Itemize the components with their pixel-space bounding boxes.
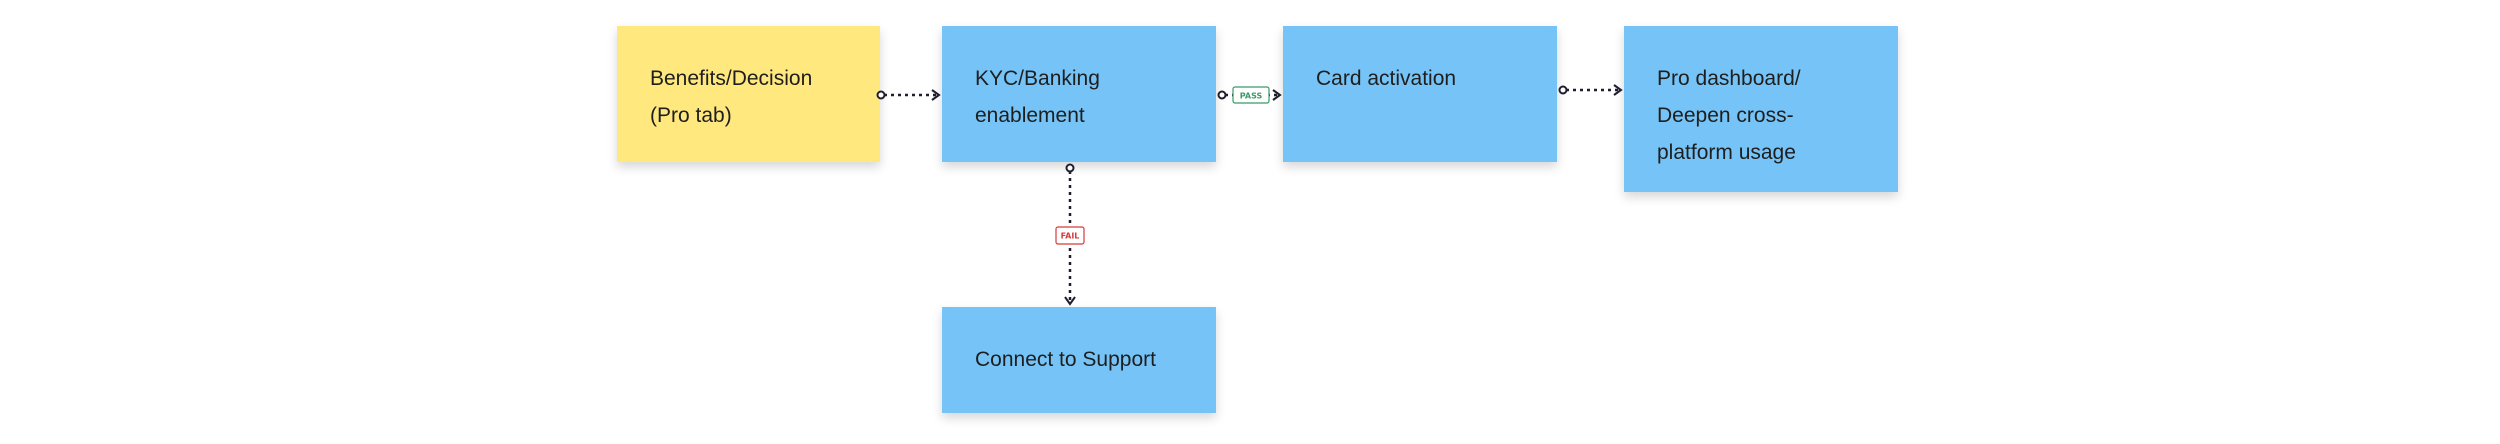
connector-benefits-to-kyc[interactable]: [876, 89, 941, 101]
sticky-kyc-banking[interactable]: KYC/Banking enablement: [942, 26, 1216, 162]
sticky-card-activation[interactable]: Card activation: [1283, 26, 1557, 162]
svg-text:PASS: PASS: [1240, 92, 1263, 101]
sticky-connect-support[interactable]: Connect to Support: [942, 307, 1216, 413]
connector-card-to-pro[interactable]: [1558, 84, 1623, 96]
sticky-pro-dashboard[interactable]: Pro dashboard/ Deepen cross- platform us…: [1624, 26, 1898, 192]
pass-tag: PASS: [1232, 86, 1270, 104]
fail-tag: FAIL: [1055, 226, 1085, 245]
svg-text:FAIL: FAIL: [1061, 232, 1080, 241]
sticky-benefits-decision[interactable]: Benefits/Decision (Pro tab): [617, 26, 880, 162]
